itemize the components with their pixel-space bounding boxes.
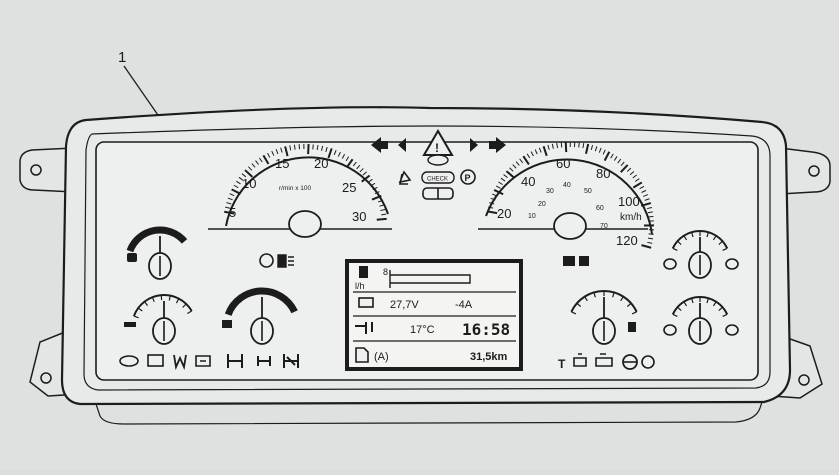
battery-current: -4A	[455, 299, 473, 311]
coolant-temp-icon	[222, 320, 232, 328]
brake-gauge-marker	[726, 325, 738, 335]
parking-brake-p: P	[465, 173, 471, 183]
tach-tick	[294, 145, 295, 150]
speed-tick	[561, 142, 562, 147]
tach-label-30: 30	[352, 209, 366, 224]
air-pressure-icon	[127, 253, 137, 262]
brake-gauge-marker	[664, 325, 676, 335]
speedometer-hub	[554, 213, 586, 239]
headlight-icon	[278, 255, 294, 267]
fuel-icon	[628, 322, 636, 332]
outside-temperature: 17°C	[410, 324, 435, 336]
retarder-telltale-icon: T	[558, 357, 566, 371]
display-clock: 16:58	[462, 320, 510, 339]
tachometer-hub	[289, 211, 321, 237]
tach-label-25: 25	[342, 180, 356, 195]
speed-outer-100: 100	[618, 194, 640, 209]
speed-unit-label: km/h	[620, 212, 642, 223]
clock-icon	[260, 254, 273, 267]
speed-inner-50: 50	[584, 188, 592, 195]
tach-tick	[381, 214, 386, 215]
speed-inner-10: 10	[528, 213, 536, 220]
speed-outer-20: 20	[497, 206, 511, 221]
battery-telltale-icon	[148, 355, 163, 366]
battery-voltage: 27,7V	[390, 299, 419, 311]
tach-unit-label: r/min x 100	[279, 185, 312, 192]
trip-mode: (A)	[374, 351, 389, 363]
speed-inner-40: 40	[563, 182, 571, 189]
brake-gauge-marker	[664, 259, 676, 269]
speed-inner-60: 60	[596, 205, 604, 212]
hazard-exclamation: !	[435, 141, 439, 155]
lcd-display: 8 l/h 27,7V -4A 17°C 16:58 (A) 31,5km	[345, 259, 523, 371]
speed-inner-30: 30	[546, 188, 554, 195]
tach-label-5: 5	[229, 205, 236, 220]
speed-inner-70: 70	[600, 223, 608, 230]
speed-tick	[566, 142, 567, 152]
tach-label-20: 20	[314, 156, 328, 171]
brake-gauge-marker	[726, 259, 738, 269]
speed-outer-40: 40	[521, 174, 535, 189]
fuel-rate-value: 8	[383, 267, 388, 277]
stop-warning-icon	[428, 155, 448, 165]
speed-tick	[579, 143, 580, 148]
fuel-rate-unit: l/h	[355, 281, 365, 291]
speed-tick	[648, 216, 653, 217]
speed-tick	[649, 234, 654, 235]
trip-distance: 31,5km	[470, 351, 508, 363]
battery-icon	[359, 298, 373, 307]
callout-number: 1	[118, 49, 126, 66]
speed-outer-80: 80	[596, 166, 610, 181]
tach-label-15: 15	[275, 156, 289, 171]
tach-tick	[313, 144, 314, 149]
tach-tick	[377, 219, 387, 220]
oil-pressure-telltale-icon	[120, 356, 138, 366]
fuel-pump-icon	[359, 266, 368, 278]
tach-label-10: 10	[242, 176, 256, 191]
oil-temp-icon	[124, 322, 136, 327]
speed-outer-60: 60	[556, 156, 570, 171]
trailer-brake-telltale-icon	[642, 356, 654, 368]
trip-document-icon	[356, 348, 368, 362]
speed-inner-20: 20	[538, 201, 546, 208]
check-label: CHECK	[427, 177, 448, 183]
speed-outer-120: 120	[616, 233, 638, 248]
